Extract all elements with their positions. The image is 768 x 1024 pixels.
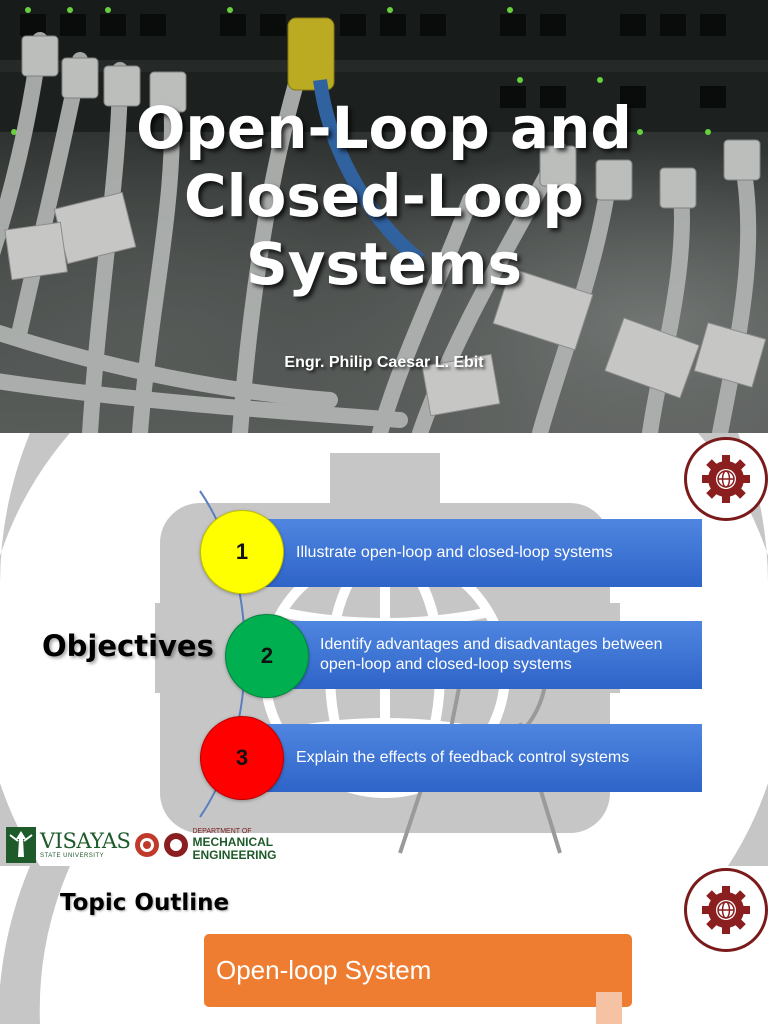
title-slide: Open-Loop and Closed-Loop Systems Engr. … (0, 0, 768, 433)
objective-number-2: 2 (225, 614, 309, 698)
objective-item-2: Identify advantages and disadvantages be… (258, 621, 702, 689)
university-logos: VISAYAS STATE UNIVERSITY DEPARTMENT OF M… (6, 825, 276, 865)
objective-item-1: Illustrate open-loop and closed-loop sys… (258, 519, 702, 587)
gear-globe-icon (702, 455, 750, 503)
objective-text-3: Explain the effects of feedback control … (296, 749, 630, 766)
topic-item-1: Open-loop System (204, 934, 632, 1007)
title-line-3: Systems (245, 230, 523, 298)
title-line-2: Closed-Loop (184, 162, 584, 230)
department-badge (684, 437, 768, 521)
department-prefix: DEPARTMENT OF (192, 828, 252, 835)
network-cables-photo (0, 0, 768, 433)
gear-globe-watermark-2 (0, 866, 70, 1024)
objectives-heading: Objectives (42, 629, 214, 663)
author-name: Engr. Philip Caesar L. Ebit (284, 354, 484, 371)
title-line-1: Open-Loop and (136, 94, 632, 162)
department-badge-2 (684, 868, 768, 952)
gear-globe-icon (702, 886, 750, 934)
vsu-oblation-icon (6, 827, 36, 863)
objective-text-1: Illustrate open-loop and closed-loop sys… (296, 544, 613, 561)
seal-icons (135, 833, 189, 857)
university-name: VISAYAS (40, 829, 131, 853)
topic-item-label: Open-loop System (216, 955, 432, 985)
topic-outline-slide: Topic Outline Open-loop System (0, 866, 768, 1024)
department-line-1: MECHANICAL (192, 835, 274, 849)
objective-number-3: 3 (200, 716, 284, 800)
topic-outline-heading: Topic Outline (60, 890, 230, 916)
university-subtitle: STATE UNIVERSITY (40, 853, 105, 859)
presentation-title: Open-Loop and Closed-Loop Systems (0, 94, 768, 298)
objective-text-2: Identify advantages and disadvantages be… (320, 636, 663, 673)
arrow-down-icon (596, 992, 622, 1024)
objectives-slide: Objectives Illustrate open-loop and clos… (0, 433, 768, 866)
objective-number-1: 1 (200, 510, 284, 594)
department-line-2: ENGINEERING (192, 848, 277, 862)
objective-item-3: Explain the effects of feedback control … (258, 724, 702, 792)
